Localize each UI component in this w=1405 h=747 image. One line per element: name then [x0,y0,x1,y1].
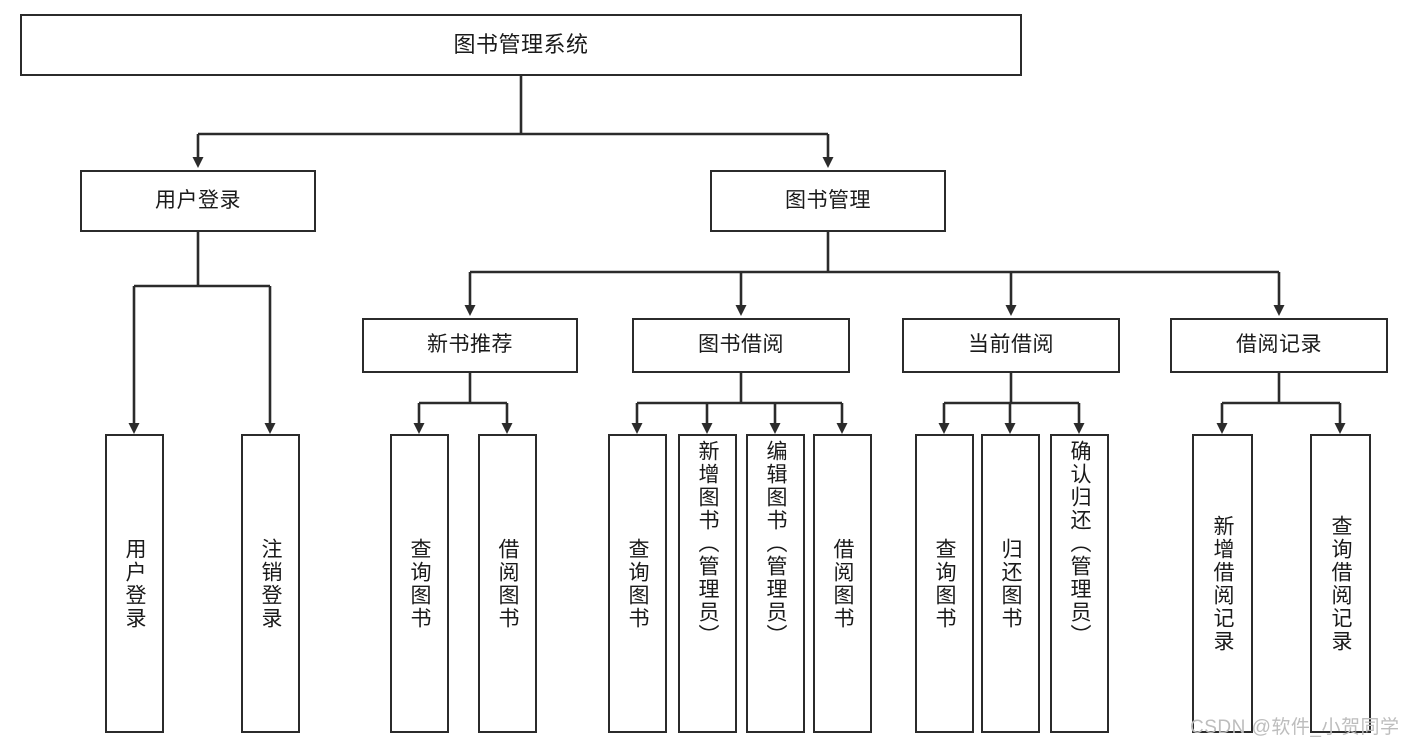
node-leaf-query-record[interactable]: 查询借阅记录 [1310,434,1371,733]
node-leaf-query-record-label: 查询借阅记录 [1329,514,1352,653]
node-borrow-record[interactable]: 借阅记录 [1170,318,1388,373]
node-new-book-recommend-label: 新书推荐 [427,333,513,357]
node-leaf-borrow-book-2-label: 借阅图书 [831,537,854,630]
node-current-borrow-label: 当前借阅 [968,333,1054,357]
csdn-watermark: CSDN @软件_小贺同学 [1190,717,1400,738]
node-leaf-user-logout[interactable]: 注销登录 [241,434,300,733]
node-leaf-return-book[interactable]: 归还图书 [981,434,1040,733]
node-leaf-user-login[interactable]: 用户登录 [105,434,164,733]
node-leaf-user-logout-label: 注销登录 [259,537,282,630]
node-root[interactable]: 图书管理系统 [20,14,1022,76]
node-leaf-borrow-book-1[interactable]: 借阅图书 [478,434,537,733]
node-leaf-user-login-label: 用户登录 [123,537,146,630]
node-leaf-query-book-2-label: 查询图书 [626,537,649,630]
node-leaf-confirm-return-label: 确认归还（管理员） [1068,440,1091,647]
node-leaf-query-book-2[interactable]: 查询图书 [608,434,667,733]
node-user-login[interactable]: 用户登录 [80,170,316,232]
node-book-manage-label: 图书管理 [785,188,871,212]
node-user-login-label: 用户登录 [155,188,241,212]
node-leaf-return-book-label: 归还图书 [999,537,1022,630]
node-leaf-query-book-1[interactable]: 查询图书 [390,434,449,733]
node-leaf-add-record[interactable]: 新增借阅记录 [1192,434,1253,733]
node-book-manage[interactable]: 图书管理 [710,170,946,232]
node-leaf-confirm-return[interactable]: 确认归还（管理员） [1050,434,1109,733]
node-leaf-edit-book-label: 编辑图书（管理员） [764,440,787,647]
node-leaf-query-book-3[interactable]: 查询图书 [915,434,974,733]
node-leaf-borrow-book-1-label: 借阅图书 [496,537,519,630]
node-root-label: 图书管理系统 [453,32,589,58]
node-new-book-recommend[interactable]: 新书推荐 [362,318,578,373]
node-leaf-borrow-book-2[interactable]: 借阅图书 [813,434,872,733]
node-leaf-add-book[interactable]: 新增图书（管理员） [678,434,737,733]
node-leaf-edit-book[interactable]: 编辑图书（管理员） [746,434,805,733]
node-book-borrow-label: 图书借阅 [698,333,784,357]
node-book-borrow[interactable]: 图书借阅 [632,318,850,373]
node-borrow-record-label: 借阅记录 [1236,333,1322,357]
node-leaf-query-book-1-label: 查询图书 [408,537,431,630]
node-leaf-query-book-3-label: 查询图书 [933,537,956,630]
node-leaf-add-book-label: 新增图书（管理员） [696,440,719,647]
node-current-borrow[interactable]: 当前借阅 [902,318,1120,373]
node-leaf-add-record-label: 新增借阅记录 [1211,514,1234,653]
